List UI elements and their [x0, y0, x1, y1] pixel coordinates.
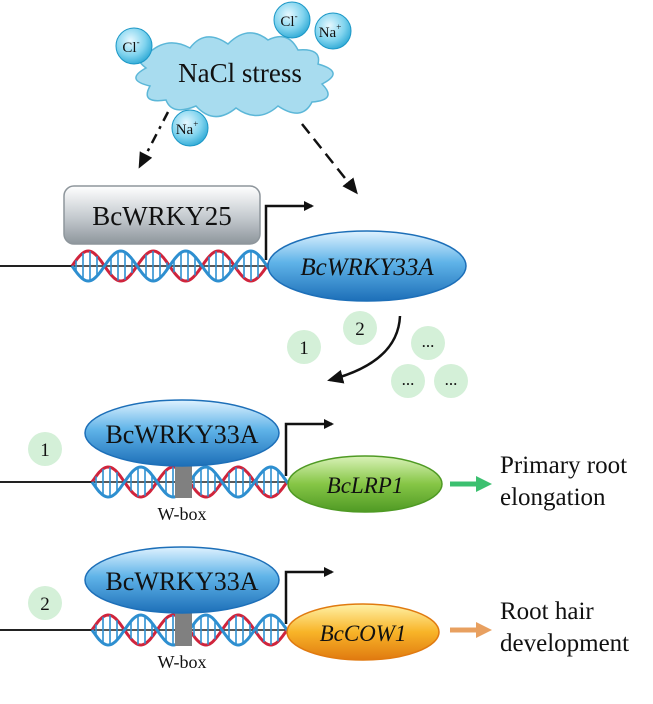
w-box-label-row2: W-box: [158, 652, 207, 672]
transcription-start-arrow-row2: [284, 567, 334, 624]
green-effect-arrow: [450, 476, 492, 492]
pathway-marker-2: 2: [343, 311, 377, 345]
transcription-start-arrow-row1: [284, 419, 334, 476]
svg-text:BcLRP1: BcLRP1: [327, 473, 404, 498]
pathway-marker-more-a: ...: [411, 326, 445, 360]
outcome-root-hair-line1: Root hair: [500, 598, 594, 625]
svg-text:BcWRKY33A: BcWRKY33A: [105, 420, 258, 449]
na-ion-top: Na+: [314, 12, 352, 50]
svg-text:Cl-: Cl-: [122, 37, 139, 56]
w-box-element-row1: [175, 462, 192, 498]
cl-ion-left: Cl-: [115, 27, 153, 65]
pathway-marker-1: 1: [287, 330, 321, 364]
svg-text:...: ...: [445, 370, 458, 389]
dashdot-arrow-to-bcwrky25: [138, 111, 170, 169]
svg-text:2: 2: [40, 594, 50, 615]
w-box-label-row1: W-box: [158, 504, 207, 524]
nacl-stress-label: NaCl stress: [178, 58, 302, 88]
bcwrky25-label: BcWRKY25: [92, 201, 231, 231]
bcwrky33a-gene: BcWRKY33A: [267, 230, 467, 302]
helix-strand-blue: [70, 249, 274, 283]
bclrp1-gene: BcLRP1: [287, 455, 443, 513]
svg-text:2: 2: [355, 319, 365, 340]
svg-text:Na+: Na+: [319, 22, 342, 41]
dna-helix-top: [70, 249, 274, 283]
svg-text:BcCOW1: BcCOW1: [320, 621, 407, 646]
dashed-arrow-to-bcwrky33a: [301, 123, 358, 195]
svg-text:1: 1: [299, 338, 309, 359]
w-box-element-row2: [175, 610, 192, 646]
outcome-primary-root-line2: elongation: [500, 484, 606, 511]
bcwrky33a-gene-label: BcWRKY33A: [300, 254, 434, 281]
bcwrky25-protein: BcWRKY25: [63, 185, 261, 245]
svg-text:Cl-: Cl-: [280, 11, 297, 30]
bcwrky33a-protein-row2: BcWRKY33A: [84, 546, 280, 614]
helix-rungs: [75, 251, 259, 281]
bcwrky33a-protein-row1: BcWRKY33A: [84, 399, 280, 467]
outcome-primary-root-line1: Primary root: [500, 452, 627, 479]
svg-text:1: 1: [40, 440, 50, 461]
pathway-marker-more-b: ...: [391, 364, 425, 398]
row-1-marker: 1: [28, 432, 62, 466]
svg-text:Na+: Na+: [176, 119, 199, 138]
svg-text:...: ...: [402, 370, 415, 389]
pathway-marker-more-c: ...: [434, 364, 468, 398]
na-ion-bottom: Na+: [171, 109, 209, 147]
transcription-start-arrow-top: [264, 201, 314, 260]
curved-regulation-arrow: [327, 315, 402, 384]
svg-text:BcWRKY33A: BcWRKY33A: [105, 567, 258, 596]
nacl-stress-cloud: NaCl stress: [135, 32, 334, 118]
cl-ion-top: Cl-: [273, 1, 311, 39]
bccow1-gene: BcCOW1: [286, 603, 440, 661]
orange-effect-arrow: [450, 622, 492, 638]
helix-rungs: [95, 467, 279, 497]
outcome-root-hair-line2: development: [500, 630, 629, 657]
row-2-marker: 2: [28, 586, 62, 620]
svg-text:...: ...: [422, 332, 435, 351]
